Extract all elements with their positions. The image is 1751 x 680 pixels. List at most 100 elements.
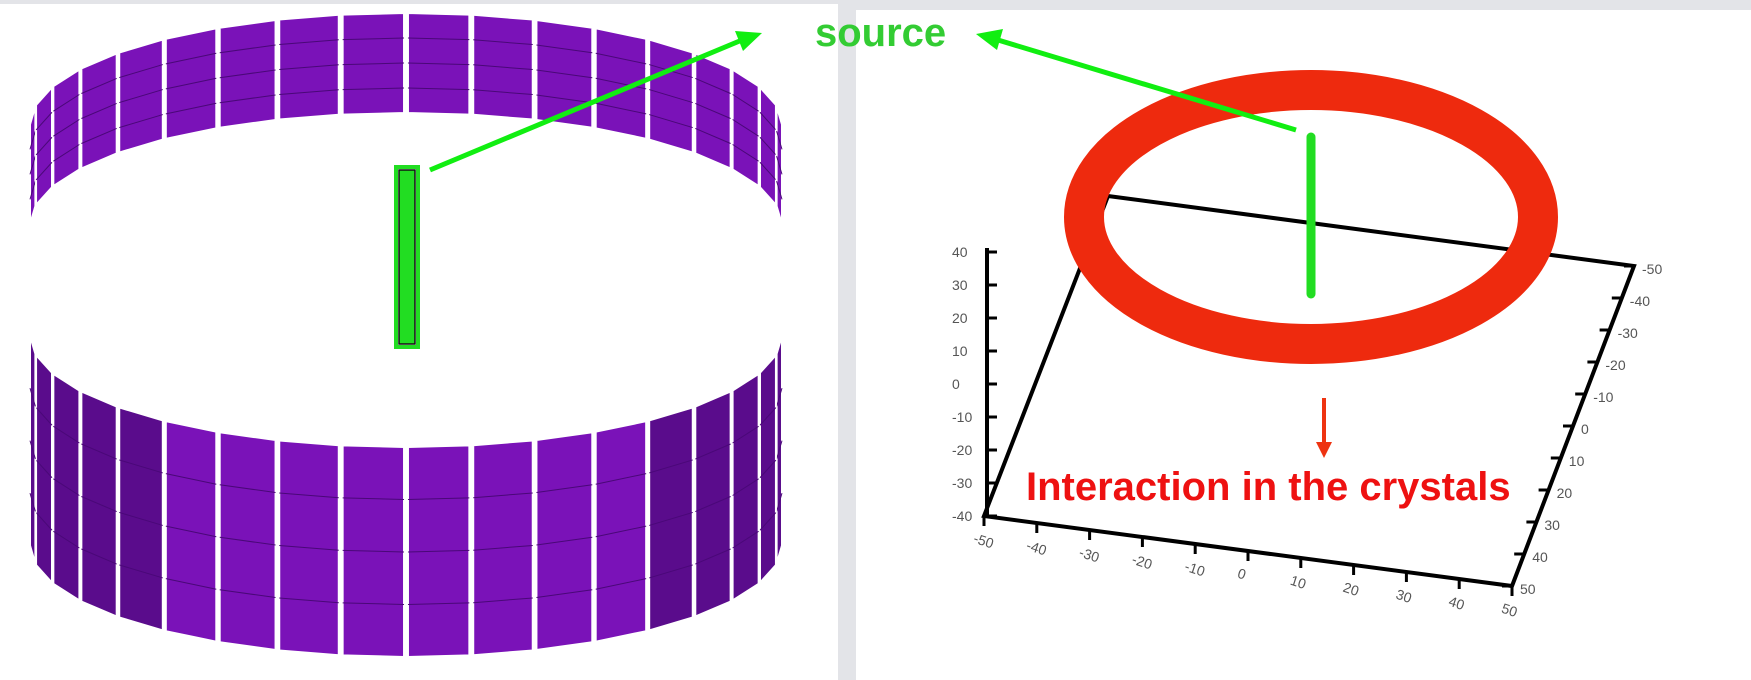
crystal-block-divider bbox=[342, 602, 405, 605]
crystal-block-divider bbox=[35, 459, 53, 479]
crystal-block-divider bbox=[732, 94, 759, 112]
crystal-block-divider bbox=[649, 459, 693, 474]
crystal-block-divider bbox=[119, 64, 163, 79]
crystal-block-divider bbox=[53, 94, 80, 112]
crystal-block-divider bbox=[165, 102, 217, 115]
crystal-block-divider bbox=[595, 578, 647, 590]
crystal-block-divider bbox=[219, 589, 276, 599]
z-tick-label: -40 bbox=[952, 508, 972, 524]
crystal-block-divider bbox=[695, 548, 731, 565]
crystal-block-divider bbox=[473, 544, 533, 551]
crystal-block-divider bbox=[732, 425, 759, 444]
detector-ring bbox=[29, 11, 783, 659]
crystal-block-divider bbox=[595, 102, 647, 115]
z-tick-label: 30 bbox=[952, 277, 968, 293]
crystal-block-divider bbox=[776, 130, 783, 150]
crystal-block-divider bbox=[759, 459, 777, 479]
crystal-block-divider bbox=[473, 492, 533, 499]
source-arrow-left bbox=[429, 31, 762, 173]
y-tick-label: -10 bbox=[1593, 389, 1613, 405]
crystal-block-divider bbox=[407, 37, 470, 41]
crystal-block-divider bbox=[165, 525, 217, 538]
crystal-block-divider bbox=[165, 578, 217, 590]
crystal-block-divider bbox=[776, 440, 783, 460]
crystal-block-divider bbox=[732, 478, 759, 496]
crystal-block-divider bbox=[219, 44, 276, 54]
y-tick-label: 30 bbox=[1544, 517, 1560, 533]
crystal-block-divider bbox=[279, 492, 339, 499]
crystal-block-divider bbox=[759, 512, 777, 531]
crystal-block-divider bbox=[165, 52, 217, 65]
crystal-block-divider bbox=[536, 44, 593, 54]
crystal-block-divider bbox=[595, 473, 647, 485]
crystal-block-divider bbox=[649, 564, 693, 579]
crystal-block-divider bbox=[119, 114, 163, 129]
z-tick-label: 40 bbox=[952, 244, 968, 260]
crystal-block-divider bbox=[695, 127, 731, 144]
z-tick-label: 0 bbox=[952, 376, 960, 392]
crystal-block-divider bbox=[776, 155, 783, 175]
crystal-block-divider bbox=[776, 180, 783, 200]
crystal-block-divider bbox=[776, 492, 783, 512]
crystal-block-divider bbox=[649, 114, 693, 129]
crystal-block-divider bbox=[342, 87, 405, 91]
y-tick-label: 20 bbox=[1557, 485, 1573, 501]
crystal-block-divider bbox=[29, 180, 36, 200]
crystal-block-divider bbox=[279, 64, 339, 71]
crystal-block-divider bbox=[219, 536, 276, 546]
crystal-block-divider bbox=[595, 525, 647, 538]
crystal-block-divider bbox=[536, 536, 593, 546]
crystal-block-divider bbox=[695, 496, 731, 513]
source-label: source bbox=[815, 11, 946, 55]
crystal-block-divider bbox=[649, 511, 693, 526]
crystal-block-divider bbox=[81, 443, 117, 460]
crystal-block-divider bbox=[53, 530, 80, 549]
z-tick-label: -20 bbox=[952, 442, 972, 458]
x-tick-label: -10 bbox=[1183, 558, 1207, 580]
y-tick-label: 10 bbox=[1569, 453, 1585, 469]
crystal-block-divider bbox=[473, 597, 533, 604]
crystal-block-divider bbox=[342, 62, 405, 66]
back-crystal-row bbox=[29, 11, 783, 225]
crystal-block-divider bbox=[53, 119, 80, 137]
crystal-block-divider bbox=[279, 597, 339, 604]
crystal-block-divider bbox=[81, 102, 117, 119]
x-tick-label: 50 bbox=[1500, 600, 1520, 620]
crystal-block-divider bbox=[279, 39, 339, 46]
crystal-block-divider bbox=[536, 94, 593, 104]
crystal-block-divider bbox=[759, 407, 777, 426]
x-tick-label: -30 bbox=[1077, 544, 1101, 566]
z-tick-label: -30 bbox=[952, 475, 972, 491]
x-tick-label: -50 bbox=[972, 530, 996, 552]
crystal-block-divider bbox=[119, 89, 163, 104]
x-tick-label: 30 bbox=[1394, 586, 1414, 606]
crystal-block-divider bbox=[81, 548, 117, 565]
highlighted-crystal-outline bbox=[394, 165, 420, 349]
crystal-block-divider bbox=[536, 589, 593, 599]
crystal-block-divider bbox=[595, 77, 647, 90]
crystal-block-divider bbox=[29, 440, 36, 460]
crystal-block-divider bbox=[407, 602, 470, 605]
crystal-block-divider bbox=[119, 564, 163, 579]
crystal-block-divider bbox=[81, 496, 117, 513]
x-tick-label: 40 bbox=[1447, 593, 1467, 613]
crystal-block-divider bbox=[29, 387, 36, 407]
z-tick-label: -10 bbox=[952, 409, 972, 425]
crystal-block-divider bbox=[759, 136, 777, 156]
y-tick-label: -50 bbox=[1642, 261, 1662, 277]
y-tick-label: -40 bbox=[1630, 293, 1650, 309]
crystal-block-divider bbox=[342, 497, 405, 500]
crystal-block-divider bbox=[536, 69, 593, 79]
crystal-block-divider bbox=[695, 77, 731, 94]
crystal-block-divider bbox=[219, 69, 276, 79]
x-tick-label: 20 bbox=[1341, 579, 1361, 599]
crystal-block-divider bbox=[732, 530, 759, 549]
crystal-block-divider bbox=[53, 144, 80, 162]
crystal-block-divider bbox=[759, 161, 777, 181]
crystal-block-divider bbox=[53, 425, 80, 444]
crystal-block-divider bbox=[649, 89, 693, 104]
crystal-block-divider bbox=[473, 39, 533, 46]
